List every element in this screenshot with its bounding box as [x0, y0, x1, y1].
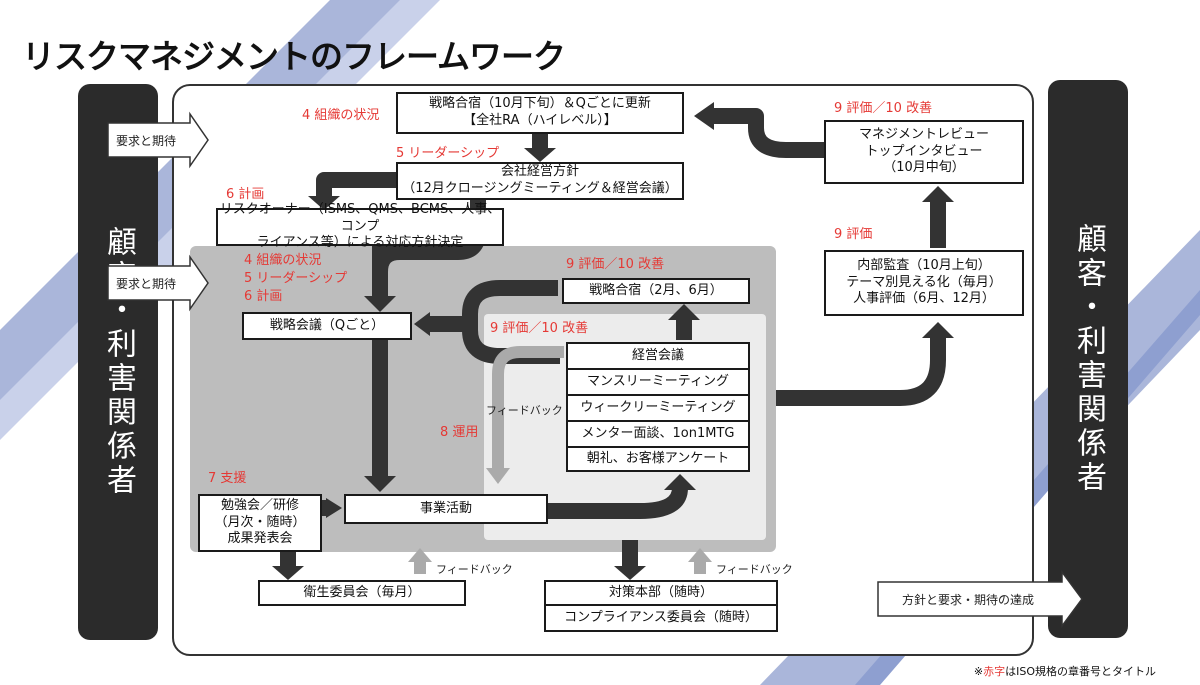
internal-audit-text-3: 人事評価（6月、12月） [853, 291, 995, 307]
strategy-camp-text-2: 【全社RA（ハイレベル）】 [463, 113, 617, 128]
footnote-prefix: ※ [973, 665, 984, 678]
management-review-box: マネジメントレビュー トップインタビュー （10月中旬） [824, 120, 1024, 184]
compliance-committee-box: コンプライアンス委員会（随時） [544, 606, 778, 632]
risk-owner-box: リスクオーナー（ISMS、QMS、BCMS、人事、コンプ ライアンス等）による対… [216, 202, 504, 250]
iso-label-eval-improve-top: 9 評価／10 改善 [834, 101, 933, 116]
business-activity-box: 事業活動 [344, 494, 548, 524]
risk-owner-text-2: ライアンス等）による対応方針決定 [256, 235, 464, 251]
meeting-item: 経営会議 [566, 342, 750, 368]
input-label-1: 要求と期待 [116, 134, 177, 148]
iso-label-support: 7 支援 [208, 471, 247, 486]
iso-label-org1: 4 組織の状況 [302, 108, 380, 123]
iso-label-leader2: 5 リーダーシップ [244, 271, 348, 286]
iso-label-eval-improve-mid: 9 評価／10 改善 [490, 321, 589, 336]
management-review-text-3: （10月中旬） [883, 160, 965, 176]
internal-audit-text-2: テーマ別見える化（毎月） [846, 274, 1002, 290]
feedback-label: フィードバック [436, 563, 513, 576]
meeting-item: マンスリーミーティング [566, 368, 750, 394]
strategy-meeting-box: 戦略会議（Qごと） [242, 312, 412, 340]
response-hq-box: 対策本部（随時） [544, 580, 778, 606]
strategy-camp-box: 戦略合宿（10月下旬）＆Qごとに更新 【全社RA（ハイレベル）】 [396, 92, 684, 134]
internal-audit-text-1: 内部監査（10月上旬） [857, 257, 991, 273]
input-label-2: 要求と期待 [116, 277, 177, 291]
internal-audit-box: 内部監査（10月上旬） テーマ別見える化（毎月） 人事評価（6月、12月） [824, 250, 1024, 316]
meeting-item: ウィークリーミーティング [566, 394, 750, 420]
management-review-text-2: トップインタビュー [865, 143, 983, 159]
study-session-text-3: 成果発表会 [227, 531, 293, 547]
feedback-label: フィードバック [716, 563, 793, 576]
health-committee-box: 衛生委員会（毎月） [258, 580, 466, 606]
company-policy-text-1: 会社経営方針 [500, 164, 579, 180]
meeting-stack: 経営会議 マンスリーミーティング ウィークリーミーティング メンター面談、1on… [566, 342, 750, 472]
study-session-text-2: （月次・随時） [214, 514, 306, 530]
study-session-text-1: 勉強会／研修 [220, 497, 299, 513]
iso-label-plan2: 6 計画 [244, 289, 283, 304]
management-review-text-1: マネジメントレビュー [858, 126, 989, 142]
output-label: 方針と要求・期待の達成 [902, 593, 1035, 607]
meeting-item: 朝礼、お客様アンケート [566, 446, 750, 472]
iso-label-eval-improve-gray: 9 評価／10 改善 [566, 257, 665, 272]
footnote: ※赤字はISO規格の章番号とタイトル [974, 663, 1156, 679]
strategy-camp2-box: 戦略合宿（2月、6月） [562, 278, 750, 304]
company-policy-text-2: （12月クロージングミーティング＆経営会議） [402, 181, 678, 196]
footnote-red: 赤字 [983, 665, 1006, 678]
study-session-box: 勉強会／研修 （月次・随時） 成果発表会 [198, 494, 322, 552]
feedback-label: フィードバック [486, 404, 563, 417]
meeting-item: メンター面談、1on1MTG [566, 420, 750, 446]
page-title: リスクマネジメントのフレームワーク [22, 37, 566, 76]
iso-label-operation: 8 運用 [440, 425, 479, 440]
strategy-camp-text-1: 戦略合宿（10月下旬）＆Qごとに更新 [429, 96, 651, 112]
iso-label-eval: 9 評価 [834, 227, 873, 242]
company-policy-box: 会社経営方針 （12月クロージングミーティング＆経営会議） [396, 162, 684, 200]
stakeholders-right: 顧客・利害関係者 [1048, 80, 1128, 638]
footnote-suffix: はISO規格の章番号とタイトル [1005, 665, 1156, 678]
risk-owner-text-1: リスクオーナー（ISMS、QMS、BCMS、人事、コンプ [219, 201, 501, 234]
iso-label-org2: 4 組織の状況 [244, 253, 322, 268]
iso-label-leader1: 5 リーダーシップ [396, 146, 500, 161]
iso-label-plan1: 6 計画 [226, 187, 265, 202]
